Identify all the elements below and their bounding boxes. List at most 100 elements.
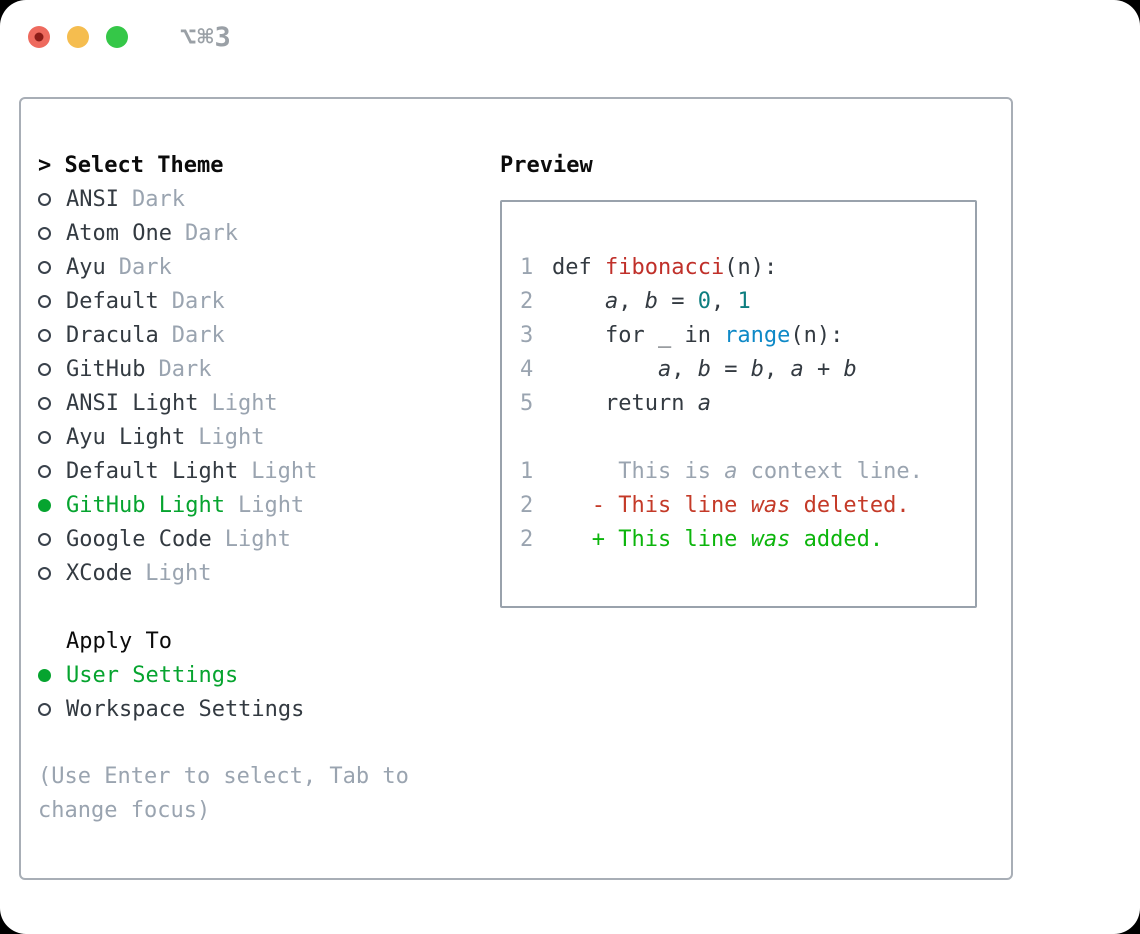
titlebar: ⌥⌘3 [0,0,1140,74]
theme-item-label: Dracula [66,322,159,348]
radio-unselected-icon [38,566,51,580]
theme-variant-tag: Light [145,560,212,586]
theme-item-ansi[interactable]: ANSI Dark [38,182,478,216]
code-segment: 0 [697,288,711,314]
keyboard-hint: (Use Enter to select, Tab to change focu… [38,764,409,823]
radio-unselected-icon [38,260,51,274]
code-segment: a [790,356,804,382]
code-segment [552,357,658,382]
theme-variant-tag: Dark [184,220,238,246]
minimize-button[interactable] [67,26,89,48]
radio-unselected-icon [38,430,51,444]
code-segment: return [552,390,698,416]
window-title-shortcut: ⌥⌘3 [180,21,232,53]
radio-unselected-icon [38,362,51,376]
code-segment: b [697,356,711,382]
line-number: 2 [520,526,534,552]
apply-to-item-workspace-settings[interactable]: Workspace Settings [38,692,478,726]
apply-to-item-label: Workspace Settings [66,696,305,722]
theme-item-label: Google Code [66,526,212,552]
code-segment: was [750,526,791,552]
line-number: 2 [520,492,534,518]
theme-item-label: Ayu Light [66,424,186,450]
preview-line: 2 + This line was added. [520,522,975,556]
code-segment: = [710,356,751,382]
code-segment: range [724,322,791,348]
code-segment: a [657,356,672,382]
preview-line: 1 This is a context line. [520,454,975,488]
apply-to-header: Apply To [66,628,172,654]
code-segment: , [710,288,738,314]
select-theme-header: > Select Theme [38,148,478,182]
preview-line: 3 for _ in range(n): [520,318,975,352]
code-segment: added. [790,526,884,552]
radio-selected-icon [38,668,51,682]
preview-line: 2 a, b = 0, 1 [520,284,975,318]
code-segment: b [644,288,658,314]
zoom-button[interactable] [106,26,128,48]
apply-to-item-user-settings[interactable]: User Settings [38,658,478,692]
code-segment: , [671,356,698,382]
radio-unselected-icon [38,396,51,410]
theme-item-google-code[interactable]: Google Code Light [38,522,478,556]
select-theme-title: Select Theme [64,152,224,178]
code-segment: fibonacci [604,254,725,280]
theme-item-label: ANSI [66,186,119,212]
line-number: 1 [520,458,534,484]
code-segment: a [604,288,619,314]
code-segment: = [657,288,698,314]
theme-variant-tag: Dark [118,254,172,280]
theme-item-ayu-light[interactable]: Ayu Light Light [38,420,478,454]
code-segment: was [750,492,791,518]
code-segment: , [618,288,645,314]
line-number: 2 [520,288,534,314]
theme-variant-tag: Dark [131,186,185,212]
code-segment: - This line [552,492,751,518]
close-button[interactable] [28,26,50,48]
radio-unselected-icon [38,192,51,206]
line-number: 4 [520,356,534,382]
code-segment: def [552,254,605,280]
selection-caret: > [38,152,65,178]
code-segment: b [843,356,857,382]
theme-variant-tag: Light [251,458,318,484]
preview-line: 5 return a [520,386,975,420]
close-dot-icon [34,32,44,42]
line-number: 5 [520,390,534,416]
code-segment: This is [552,458,725,484]
theme-item-dracula[interactable]: Dracula Dark [38,318,478,352]
preview-line: 2 - This line was deleted. [520,488,975,522]
radio-unselected-icon [38,226,51,240]
preview-header: Preview [500,152,593,178]
theme-variant-tag: Light [224,526,291,552]
theme-item-label: Default Light [66,458,239,484]
theme-item-label: GitHub Light [66,492,225,518]
line-number: 3 [520,322,534,348]
theme-item-label: ANSI Light [66,390,199,416]
apply-to-item-label: User Settings [66,662,239,688]
code-segment: (n): [790,322,844,348]
theme-item-ansi-light[interactable]: ANSI Light Light [38,386,478,420]
theme-variant-tag: Light [211,390,278,416]
code-segment: + This line [552,526,751,552]
theme-variant-tag: Dark [171,322,225,348]
preview-line: 4 a, b = b, a + b [520,352,975,386]
code-segment: b [750,356,764,382]
theme-item-default-light[interactable]: Default Light Light [38,454,478,488]
theme-variant-tag: Dark [158,356,212,382]
theme-variant-tag: Light [198,424,265,450]
theme-item-label: Default [66,288,159,314]
code-segment: (n): [724,254,778,280]
